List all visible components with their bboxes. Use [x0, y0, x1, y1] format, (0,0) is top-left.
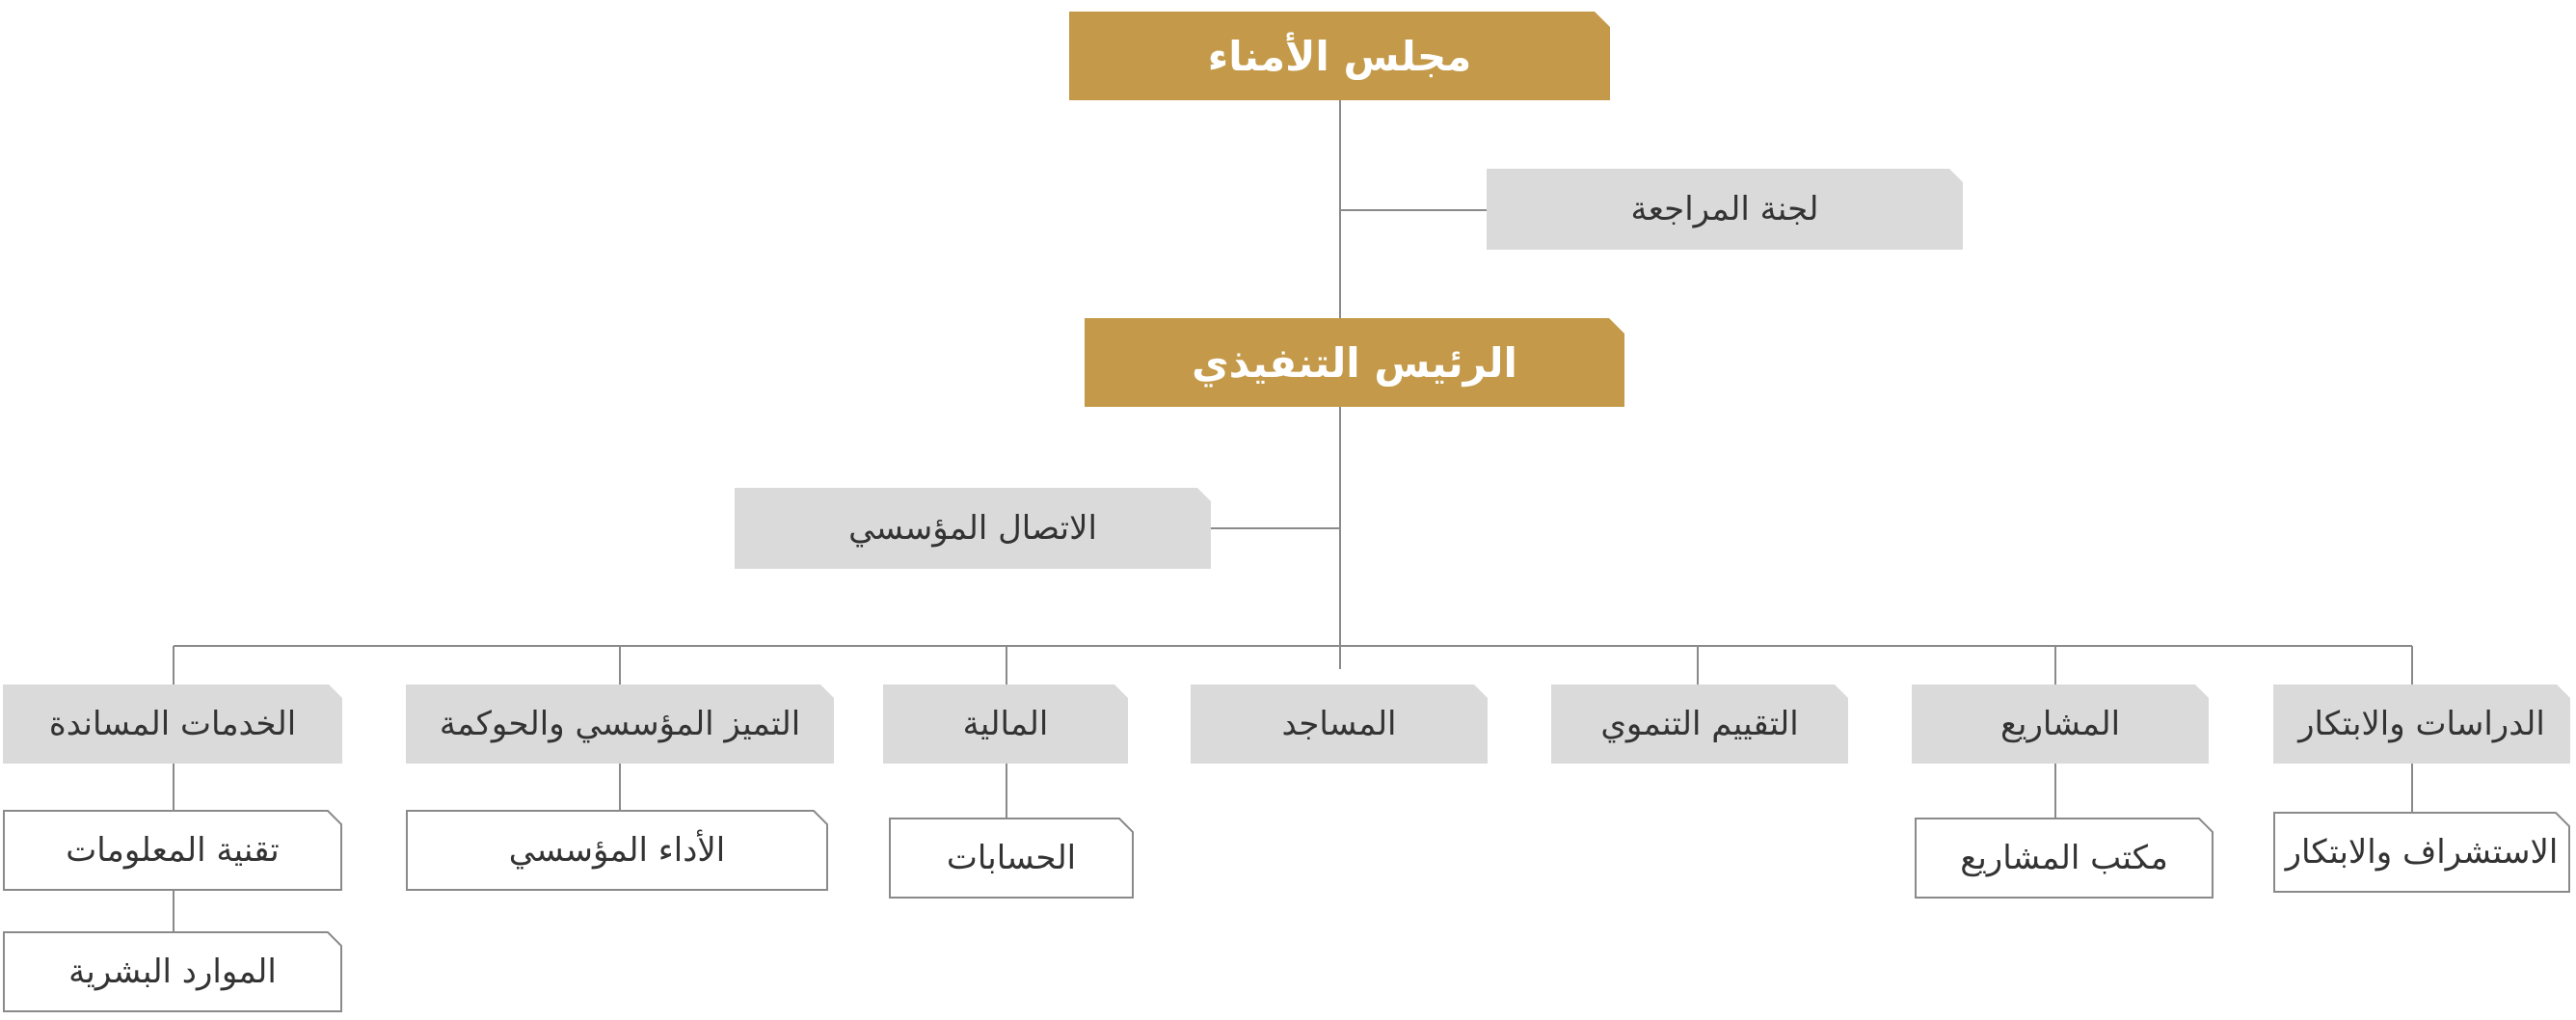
unit-institutional-performance: الأداء المؤسسي	[406, 810, 828, 891]
audit-committee-box: لجنة المراجعة	[1487, 169, 1963, 250]
unit-accounts: الحسابات	[889, 818, 1134, 899]
corporate-communication-box: الاتصال المؤسسي	[735, 488, 1211, 569]
dept-support-services: الخدمات المساندة	[3, 684, 342, 764]
unit-information-technology: تقنية المعلومات	[3, 810, 342, 891]
unit-label: مكتب المشاريع	[1960, 839, 2168, 877]
unit-frame	[3, 810, 342, 891]
dept-excellence-governance: التميز المؤسسي والحوكمة	[406, 684, 834, 764]
dept-mosques: المساجد	[1191, 684, 1488, 764]
dept-projects: المشاريع	[1912, 684, 2209, 764]
unit-label: الأداء المؤسسي	[508, 831, 726, 870]
unit-label: الحسابات	[946, 839, 1077, 877]
unit-frame	[406, 810, 828, 891]
unit-foresight-innovation: الاستشراف والابتكار	[2273, 812, 2570, 893]
dept-development-evaluation: التقييم التنموي	[1551, 684, 1848, 764]
ceo-box: الرئيس التنفيذي	[1085, 318, 1624, 407]
dept-finance: المالية	[883, 684, 1128, 764]
unit-frame	[889, 818, 1134, 899]
board-of-trustees-box: مجلس الأمناء	[1069, 12, 1610, 100]
unit-frame	[2273, 812, 2570, 893]
dept-studies-innovation: الدراسات والابتكار	[2273, 684, 2570, 764]
unit-label: تقنية المعلومات	[66, 831, 280, 870]
unit-projects-office: مكتب المشاريع	[1915, 818, 2214, 899]
unit-label: الاستشراف والابتكار	[2285, 833, 2559, 872]
unit-frame	[1915, 818, 2214, 899]
unit-label: الموارد البشرية	[68, 953, 277, 991]
unit-human-resources: الموارد البشرية	[3, 931, 342, 1012]
unit-frame	[3, 931, 342, 1012]
